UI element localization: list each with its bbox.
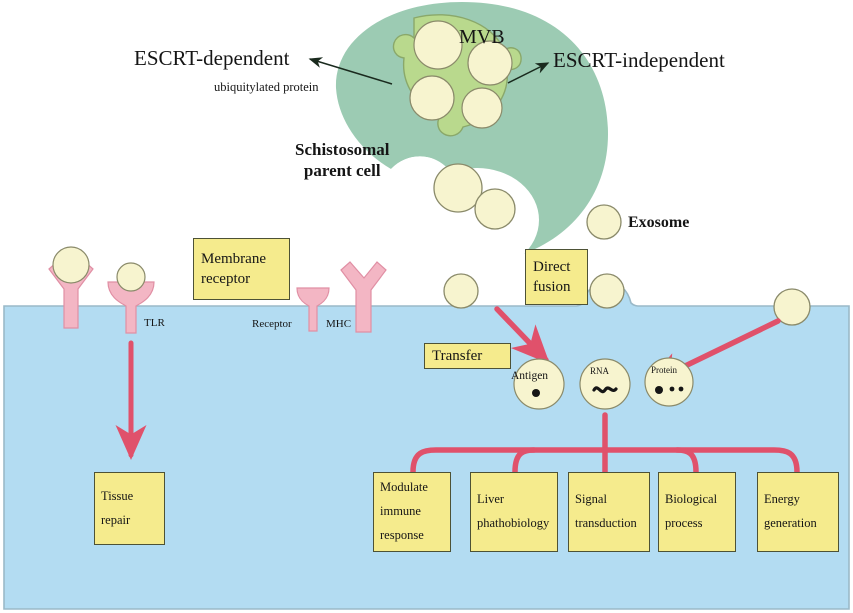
mvb-organelle <box>392 14 522 137</box>
direct-fusion-arrow <box>494 306 550 364</box>
outcome-line: Liver <box>477 492 505 507</box>
outcome-line: response <box>380 527 424 542</box>
direct-fusion-line2: fusion <box>533 279 571 295</box>
outcome-line: Energy <box>764 492 800 507</box>
outcome-line: Biological <box>665 492 718 507</box>
cargo-circle-protein <box>644 357 694 407</box>
generic-receptor <box>296 287 330 332</box>
label-mhc: MHC <box>326 318 352 330</box>
escrt-independent-arrow <box>507 62 550 84</box>
outcome-box-energy-generation[interactable]: Energy generation <box>757 472 839 552</box>
outcome-box-modulate-immune-response[interactable]: Modulate immune response <box>373 472 451 552</box>
label-ubiquitylated-protein: ubiquitylated protein <box>214 80 319 94</box>
outcome-line: transduction <box>575 516 637 530</box>
membrane-receptor-line1: Membrane <box>201 250 266 267</box>
label-escrt-dependent: ESCRT-dependent <box>134 46 290 70</box>
outcome-line: Signal <box>575 492 607 507</box>
label-tlr: TLR <box>144 317 165 329</box>
callout-direct-fusion[interactable]: Direct fusion <box>525 249 588 305</box>
callout-membrane-receptor[interactable]: Membrane receptor <box>193 238 290 300</box>
exosome-free-group <box>443 204 811 326</box>
label-mvb: MVB <box>459 26 505 48</box>
label-escrt-independent: ESCRT-independent <box>553 48 725 72</box>
outcome-line: repair <box>101 512 131 527</box>
cargo-circle-antigen <box>513 358 565 410</box>
outcome-line: Modulate <box>380 480 428 495</box>
label-rna: RNA <box>590 366 610 376</box>
outcome-box-tissue-repair[interactable]: Tissue repair <box>94 472 165 545</box>
outcome-line: process <box>665 516 703 530</box>
outcome-box-biological-process[interactable]: Biological process <box>658 472 736 552</box>
label-protein: Protein <box>651 365 677 375</box>
tlr-receptor <box>107 262 155 334</box>
mhc-receptor-right <box>340 261 387 333</box>
callout-transfer[interactable]: Transfer <box>424 343 511 369</box>
direct-fusion-line1: Direct <box>533 258 571 275</box>
outcome-line: generation <box>764 516 817 530</box>
label-parent-cell-line2: parent cell <box>303 161 381 181</box>
exosome-pocket-group <box>433 163 516 230</box>
outcome-line: phathobiology <box>477 516 550 530</box>
label-parent-cell-line1: Schistosomal <box>295 140 390 159</box>
outcome-bracket <box>410 412 800 475</box>
outcome-line: immune <box>380 504 421 519</box>
mhc-receptor-left <box>48 246 94 329</box>
label-receptor: Receptor <box>252 318 292 330</box>
label-antigen: Antigen <box>511 370 549 382</box>
outcome-line: Tissue <box>101 488 134 503</box>
escrt-dependent-arrow <box>308 57 393 85</box>
label-exosome: Exosome <box>628 214 690 231</box>
transfer-label: Transfer <box>432 347 483 364</box>
label-parent-cell: Schistosomal parent cell <box>295 139 389 182</box>
cargo-circle-rna <box>579 358 631 410</box>
outcome-box-liver-pathobiology[interactable]: Liver phathobiology <box>470 472 558 552</box>
membrane-receptor-line2: receptor <box>201 271 251 287</box>
outcome-box-signal-transduction[interactable]: Signal transduction <box>568 472 650 552</box>
